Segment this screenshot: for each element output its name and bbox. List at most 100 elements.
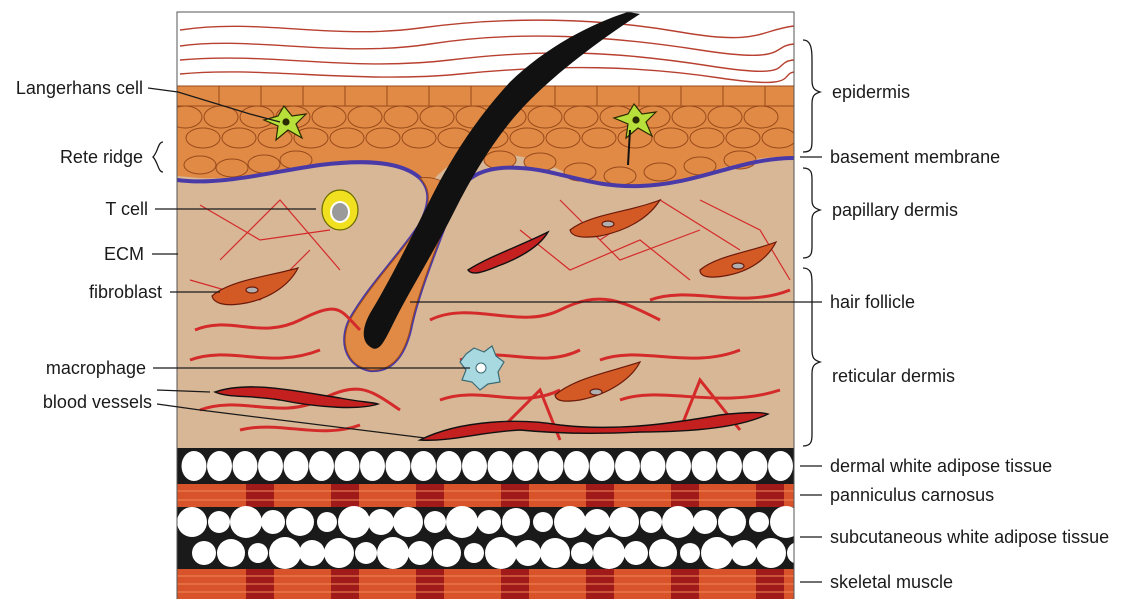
adipocyte bbox=[286, 508, 314, 536]
adipocyte bbox=[248, 543, 268, 563]
keratinocyte bbox=[303, 86, 345, 106]
keratinocyte bbox=[345, 86, 387, 106]
adipocyte bbox=[502, 508, 530, 536]
adipocyte bbox=[182, 451, 207, 481]
adipocyte bbox=[624, 541, 648, 565]
adipocyte bbox=[446, 506, 478, 538]
adipocyte bbox=[309, 451, 334, 481]
muscle-junction bbox=[331, 484, 359, 507]
adipocyte bbox=[515, 540, 541, 566]
keratinocyte bbox=[726, 128, 760, 148]
adipocyte bbox=[593, 537, 625, 569]
adipocyte bbox=[718, 508, 746, 536]
label-subcutaneous-white-adipose-tissue: subcutaneous white adipose tissue bbox=[830, 527, 1109, 547]
keratinocyte bbox=[765, 86, 807, 106]
keratinocyte bbox=[186, 128, 220, 148]
adipocyte bbox=[217, 539, 245, 567]
muscle-junction bbox=[501, 484, 529, 507]
adipocyte bbox=[488, 451, 513, 481]
adipocyte bbox=[533, 512, 553, 532]
adipocyte bbox=[462, 451, 487, 481]
adipocyte bbox=[338, 506, 370, 538]
label-blood-vessels: blood vessels bbox=[43, 392, 152, 412]
adipocyte bbox=[590, 451, 615, 481]
adipocyte bbox=[640, 511, 662, 533]
label-dermal-white-adipose-tissue: dermal white adipose tissue bbox=[830, 456, 1052, 476]
adipocyte bbox=[393, 507, 423, 537]
label-rete-ridge: Rete ridge bbox=[60, 147, 143, 167]
adipocyte bbox=[477, 510, 501, 534]
adipocyte bbox=[701, 537, 733, 569]
keratinocyte bbox=[330, 128, 364, 148]
adipocyte bbox=[540, 538, 570, 568]
label-skeletal-muscle: skeletal muscle bbox=[830, 572, 953, 592]
adipocyte bbox=[717, 451, 742, 481]
adipocyte bbox=[335, 451, 360, 481]
adipocyte bbox=[437, 451, 462, 481]
keratinocyte bbox=[216, 159, 248, 177]
label-langerhans-cell: Langerhans cell bbox=[16, 78, 143, 98]
keratinocyte bbox=[681, 86, 723, 106]
adipocyte bbox=[355, 542, 377, 564]
label-epidermis: epidermis bbox=[832, 82, 910, 102]
adipocyte bbox=[731, 540, 757, 566]
adipocyte bbox=[377, 537, 409, 569]
adipocyte bbox=[743, 451, 768, 481]
label-basement-membrane: basement membrane bbox=[830, 147, 1000, 167]
adipocyte bbox=[177, 507, 207, 537]
keratinocyte bbox=[384, 106, 418, 128]
label-t-cell: T cell bbox=[105, 199, 148, 219]
adipocyte bbox=[641, 451, 666, 481]
adipocyte bbox=[768, 451, 793, 481]
label-panniculus-carnosus: panniculus carnosus bbox=[830, 485, 994, 505]
adipocyte bbox=[368, 509, 394, 535]
label-fibroblast: fibroblast bbox=[89, 282, 162, 302]
keratinocyte bbox=[672, 106, 706, 128]
keratinocyte bbox=[639, 86, 681, 106]
label-hair-follicle: hair follicle bbox=[830, 292, 915, 312]
muscle-junction bbox=[246, 484, 274, 507]
adipocyte bbox=[317, 512, 337, 532]
adipocyte bbox=[571, 542, 593, 564]
label-macrophage: macrophage bbox=[46, 358, 146, 378]
adipocyte bbox=[386, 451, 411, 481]
keratinocyte bbox=[240, 106, 274, 128]
adipocyte bbox=[692, 451, 717, 481]
keratinocyte bbox=[604, 167, 636, 185]
keratinocyte bbox=[387, 86, 429, 106]
label-ecm: ECM bbox=[104, 244, 144, 264]
keratinocyte bbox=[555, 86, 597, 106]
muscle-junction bbox=[756, 484, 784, 507]
muscle-junction bbox=[416, 484, 444, 507]
keratinocyte bbox=[168, 106, 202, 128]
adipocyte bbox=[787, 542, 809, 564]
adipocyte bbox=[662, 506, 694, 538]
keratinocyte bbox=[429, 86, 471, 106]
keratinocyte bbox=[582, 128, 616, 148]
adipocyte bbox=[411, 451, 436, 481]
keratinocyte bbox=[546, 128, 580, 148]
adipocyte bbox=[299, 540, 325, 566]
keratinocyte bbox=[510, 128, 544, 148]
label-reticular-dermis: reticular dermis bbox=[832, 366, 955, 386]
adipocyte bbox=[680, 543, 700, 563]
adipocyte bbox=[408, 541, 432, 565]
muscle-junction bbox=[586, 484, 614, 507]
adipocyte bbox=[284, 451, 309, 481]
keratinocyte bbox=[219, 86, 261, 106]
adipocyte bbox=[513, 451, 538, 481]
adipocyte bbox=[649, 539, 677, 567]
keratinocyte bbox=[744, 106, 778, 128]
adipocyte bbox=[609, 507, 639, 537]
adipocyte bbox=[207, 451, 232, 481]
adipocyte bbox=[770, 506, 802, 538]
adipocyte bbox=[539, 451, 564, 481]
adipocyte bbox=[554, 506, 586, 538]
keratinocyte bbox=[184, 156, 216, 174]
adipocyte bbox=[258, 451, 283, 481]
adipocyte bbox=[615, 451, 640, 481]
keratinocyte bbox=[654, 128, 688, 148]
adipocyte bbox=[424, 511, 446, 533]
adipocyte bbox=[666, 451, 691, 481]
